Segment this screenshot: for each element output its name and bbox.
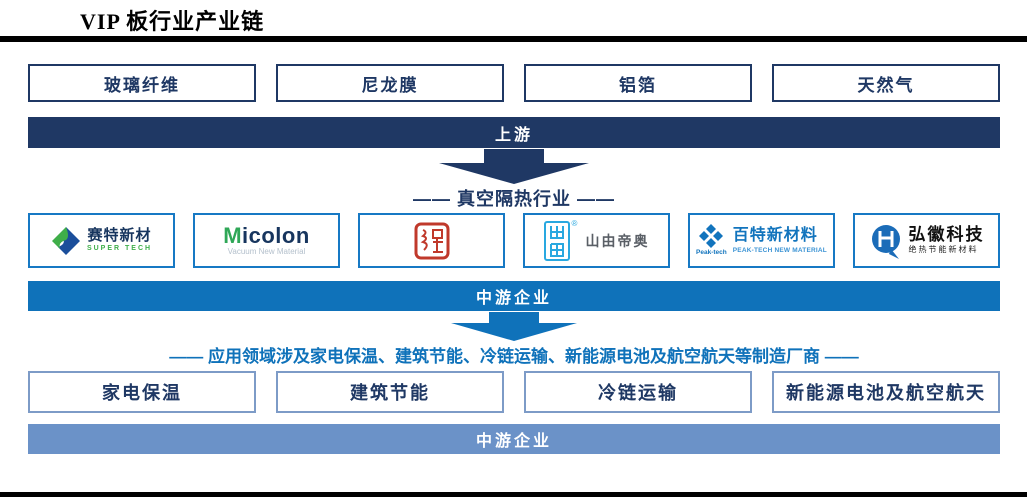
red-seal-logo <box>414 222 449 259</box>
app-box-battery-aerospace: 新能源电池及航空航天 <box>772 371 1000 413</box>
material-box-natural-gas: 天然气 <box>772 64 1000 102</box>
company-name: 百特新材料 <box>732 227 818 245</box>
company-subtitle: SUPER TECH <box>86 244 153 252</box>
company-name: 山由帝奥 <box>585 232 650 249</box>
midstream-companies-row: 赛特新材 SUPER TECH Micolon Vacuum New Mater… <box>28 213 1000 268</box>
shanyou-seal-icon <box>543 220 570 261</box>
supertech-diamond-icon <box>51 226 80 255</box>
down-arrow-midstream-to-downstream <box>28 312 1000 341</box>
registered-mark: ® <box>571 219 578 228</box>
app-box-cold-chain: 冷链运输 <box>524 371 752 413</box>
down-arrow-upstream-to-midstream <box>28 149 1000 184</box>
company-box-peaktech: Peak-tech 百特新材料 PEAK-TECH NEW MATERIAL <box>688 213 835 268</box>
down-arrow-icon <box>439 149 589 184</box>
downstream-stage-bar: 中游企业 <box>28 424 1000 454</box>
app-box-appliance-insulation: 家电保温 <box>28 371 256 413</box>
downstream-sector-label: —— 应用领域涉及家电保温、建筑节能、冷链运输、新能源电池及航空航天等制造厂商 … <box>169 347 859 366</box>
page-title: VIP 板行业产业链 <box>80 9 265 34</box>
peaktech-cross-icon <box>699 224 724 249</box>
company-subtitle: Vacuum New Material <box>227 246 306 256</box>
midstream-sector-label: —— 真空隔热行业 —— <box>412 189 615 209</box>
company-subtitle: PEAK-TECH NEW MATERIAL <box>732 246 827 254</box>
upstream-stage-bar: 上游 <box>28 117 1000 148</box>
company-subtitle: 绝热节能新材料 <box>908 245 979 255</box>
material-box-glass-fiber: 玻璃纤维 <box>28 64 256 102</box>
downstream-apps-row: 家电保温 建筑节能 冷链运输 新能源电池及航空航天 <box>28 371 1000 413</box>
upstream-materials-row: 玻璃纤维 尼龙膜 铝箔 天然气 <box>28 64 1000 102</box>
material-box-aluminum-foil: 铝箔 <box>524 64 752 102</box>
material-box-nylon-film: 尼龙膜 <box>276 64 504 102</box>
top-divider-line <box>0 36 1027 42</box>
bottom-divider-line <box>0 492 1027 497</box>
company-box-honghui: 弘徽科技 绝热节能新材料 <box>853 213 1000 268</box>
company-box-red-seal <box>358 213 505 268</box>
micolon-m-logo: Micolon <box>223 222 310 248</box>
company-box-micolon: Micolon Vacuum New Material <box>193 213 340 268</box>
honghui-circle-icon <box>871 224 900 259</box>
company-tag: Peak-tech <box>696 249 727 257</box>
down-arrow-icon <box>451 312 577 341</box>
company-name: 弘徽科技 <box>908 224 985 244</box>
company-name: 赛特新材 <box>87 227 152 245</box>
midstream-stage-bar: 中游企业 <box>28 281 1000 311</box>
company-box-supertech: 赛特新材 SUPER TECH <box>28 213 175 268</box>
company-box-shanyou: ® 山由帝奥 <box>523 213 670 268</box>
app-box-building-energy: 建筑节能 <box>276 371 504 413</box>
